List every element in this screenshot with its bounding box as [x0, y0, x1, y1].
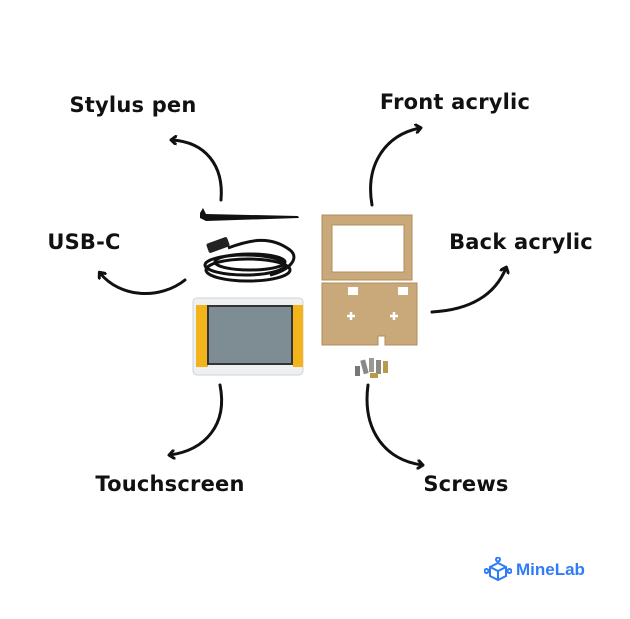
arrow-stylus [172, 140, 223, 202]
label-front-acrylic: Front acrylic [379, 90, 531, 114]
arrow-touch [170, 383, 223, 455]
arrows [100, 128, 506, 465]
arrow-screws [365, 383, 422, 465]
label-touchscreen: Touchscreen [95, 472, 245, 496]
label-usb-c: USB-C [47, 230, 121, 254]
label-back-acrylic: Back acrylic [449, 230, 593, 254]
brand-logo: MineLab [484, 557, 585, 583]
front-acrylic-image [321, 214, 413, 281]
usb-cable-image [203, 237, 296, 283]
label-stylus-pen: Stylus pen [69, 93, 197, 117]
arrow-usb [100, 273, 187, 296]
arrow-front [369, 128, 420, 207]
touchscreen-image [192, 297, 304, 376]
arrow-back [430, 268, 506, 314]
back-acrylic-image [321, 282, 418, 346]
brand-name: MineLab [516, 560, 585, 579]
screws-image [355, 358, 388, 378]
label-screws: Screws [423, 472, 509, 496]
cube-network-icon [484, 557, 512, 582]
stylus-pen-image [200, 208, 299, 221]
